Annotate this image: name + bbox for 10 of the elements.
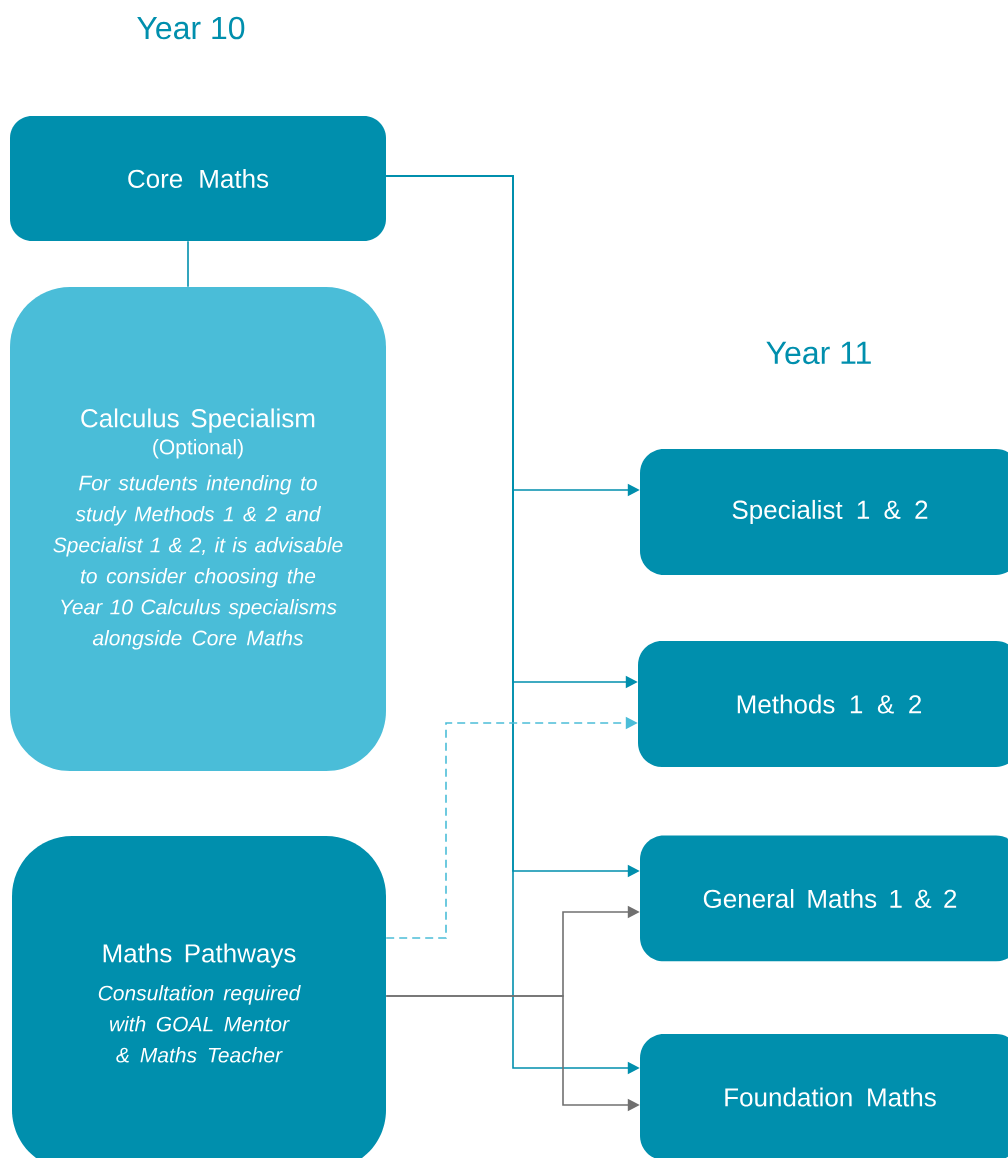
course-box: Foundation Maths xyxy=(640,1034,1008,1158)
course-box: Core Maths xyxy=(10,116,386,241)
course-box: Specialist 1 & 2 xyxy=(640,449,1008,575)
course-box: General Maths 1 & 2 xyxy=(640,835,1008,962)
course-box: Calculus Specialism (Optional) For students intending to study Methods 1 & 2 and Specialist 1 & 2, it is advisable to consider choosing the Year 10 Calculus specialisms alongside Core Maths xyxy=(10,287,386,771)
connector-line xyxy=(187,240,189,288)
course-box: Methods 1 & 2 xyxy=(638,641,1008,767)
year-heading: Year 11 xyxy=(766,341,871,365)
course-box: Maths Pathways Consultation required with GOAL Mentor & Maths Teacher xyxy=(12,836,386,1158)
year-heading: Year 10 xyxy=(137,16,245,40)
